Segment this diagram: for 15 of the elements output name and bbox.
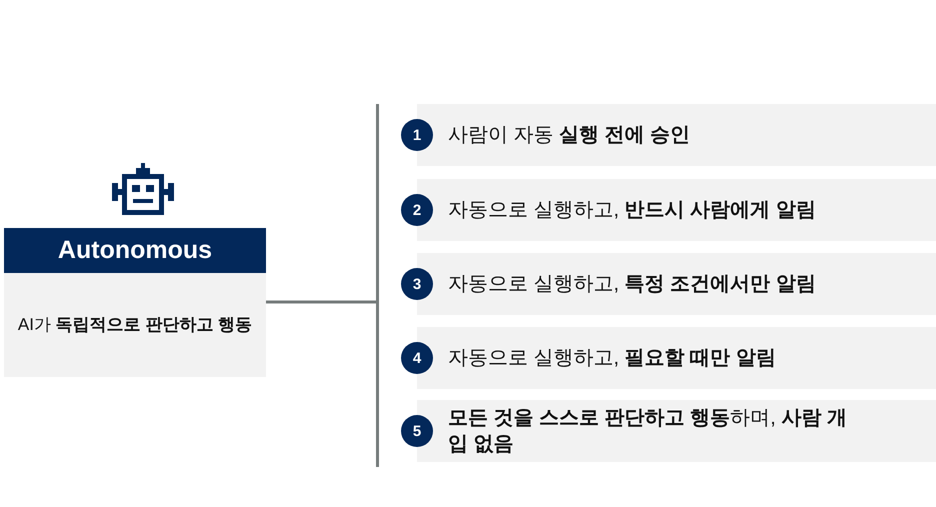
step-number: 1 (401, 119, 433, 151)
mode-card (4, 228, 266, 377)
step-number: 2 (401, 194, 433, 226)
level-description: 모든 것을 스스로 판단하고 행동하며, 사람 개입 없음 (448, 406, 848, 457)
level-description: 자동으로 실행하고, 특정 조건에서만 알림 (448, 272, 816, 297)
step-number: 5 (401, 415, 433, 447)
mode-description: AI가 독립적으로 판단하고 행동 (18, 314, 252, 336)
level-description: 사람이 자동 실행 전에 승인 (448, 123, 690, 148)
step-number: 3 (401, 268, 433, 300)
level-description: 자동으로 실행하고, 필요할 때만 알림 (448, 346, 776, 371)
level-description: 자동으로 실행하고, 반드시 사람에게 알림 (448, 198, 816, 223)
mode-title: Autonomous (4, 228, 266, 273)
step-number: 4 (401, 342, 433, 374)
connector-line (266, 300, 376, 304)
bracket-line (376, 104, 379, 467)
